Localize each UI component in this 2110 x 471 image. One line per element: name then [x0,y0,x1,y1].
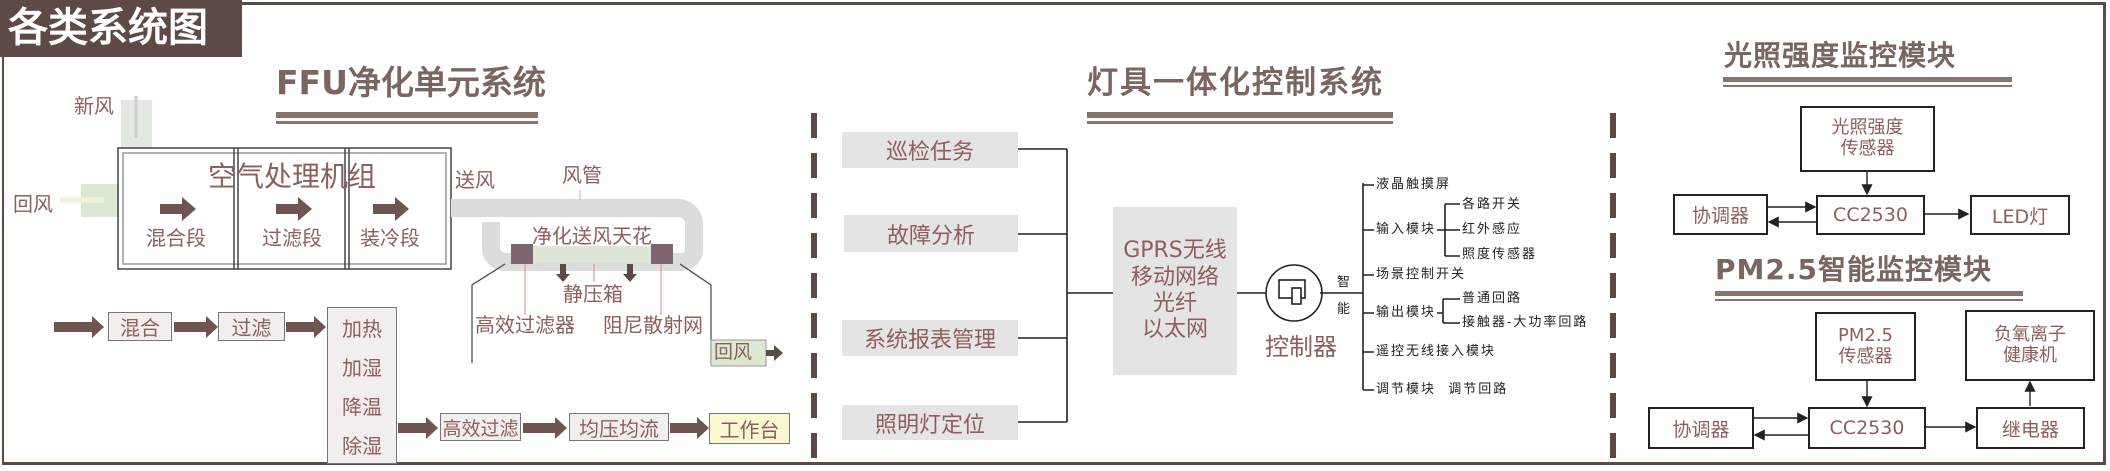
damper-net-label: 阻尼散射网 [603,313,703,337]
title-underline [1723,77,2012,87]
sensor-line: 光照强度 [1831,117,1904,139]
flow-equalize-box: 均压均流 [569,413,669,441]
light-sensor-box: 光照强度 传感器 [1800,106,1935,172]
section-label: 过滤段 [262,226,322,250]
purifier-box: 负氧离子 健康机 [1965,310,2095,381]
led-box: LED灯 [1970,195,2070,235]
flow-mix-box: 混合 [108,312,172,341]
relay-box: 继电器 [1976,407,2085,449]
controller-label: 控制器 [1265,333,1337,361]
supply-air-label: 送风 [455,168,495,192]
section-label: 装冷段 [360,226,420,250]
title-underline [1087,112,1393,124]
module-output: 输出模块 [1376,305,1437,320]
output-item: 普通回路 [1462,291,1523,306]
network-item: 移动网络 [1130,264,1219,290]
purifier-line: 负氧离子 [1994,323,2066,345]
flow-hepa-box: 高效过滤 [440,413,521,441]
module-remote: 遥控无线接入模块 [1376,344,1497,359]
flow-workbench-box: 工作台 [709,413,790,444]
pm-sensor-box: PM2.5 传感器 [1815,312,1916,381]
function-box: 故障分析 [844,215,1018,252]
cc2530-box: CC2530 [1808,407,1926,449]
ceiling-label: 净化送风天花 [532,224,652,248]
coordinator-box: 协调器 [1648,407,1754,449]
section-label: 混合段 [146,226,206,250]
return-air-outlet [710,339,767,367]
page-title: 各类系统图 [8,5,208,51]
cc2530-box: CC2530 [1816,195,1925,235]
purifier-line: 健康机 [2003,344,2057,366]
network-item: 光纤 [1152,291,1197,316]
ffu-title: FFU净化单元系统 [276,63,546,102]
coordinator-box: 协调器 [1673,194,1768,235]
ceiling-panel [511,246,673,263]
title-underline [1715,291,2023,301]
module-adjust: 调节模块 调节回路 [1376,382,1509,397]
smart-label: 能 [1337,302,1353,317]
hepa-label: 高效过滤器 [475,313,575,337]
duct-label: 风管 [562,163,602,187]
flow-arrow [54,316,709,439]
title-underline [276,112,538,124]
return-air-out-label: 回风 [714,341,753,363]
smart-label: 智 [1337,275,1353,290]
module-scene: 场景控制开关 [1376,267,1467,282]
flow-filter-box: 过滤 [218,312,285,341]
ahu-label: 空气处理机组 [208,160,377,193]
treat-item: 加湿 [342,355,382,380]
treat-item: 降温 [342,394,382,419]
function-box: 巡检任务 [842,132,1018,168]
light-monitor-title: 光照强度监控模块 [1724,39,1957,72]
network-item: 以太网 [1141,317,1208,343]
network-box: GPRS无线 移动网络 光纤 以太网 [1113,207,1237,375]
input-item: 红外感应 [1462,222,1523,237]
input-item: 各路开关 [1462,197,1523,212]
sensor-line: 传感器 [1840,138,1895,159]
module-lcd: 液晶触摸屏 [1376,177,1452,192]
section-arrow [160,197,409,221]
output-item: 接触器-大功率回路 [1462,315,1589,330]
treat-item: 除湿 [342,433,382,458]
ahu-box [117,147,452,270]
sensor-line: PM2.5 [1837,324,1893,346]
sensor-line: 传感器 [1838,345,1893,367]
lighting-title: 灯具一体化控制系统 [1087,65,1384,101]
function-box: 系统报表管理 [842,320,1018,356]
return-air-in-label: 回风 [13,192,53,216]
network-item: GPRS无线 [1123,238,1227,264]
fresh-air-label: 新风 [74,94,114,118]
module-input: 输入模块 [1376,222,1437,237]
input-item: 照度传感器 [1462,247,1538,262]
air-duct [451,199,703,271]
pm-monitor-title: PM2.5智能监控模块 [1715,253,1992,286]
treat-item: 加热 [342,316,382,341]
function-box: 照明灯定位 [842,405,1018,440]
plenum-label: 静压箱 [563,282,623,306]
header-tab [0,0,242,57]
flow-treat-box: 加热 加湿 降温 除湿 [327,307,397,464]
